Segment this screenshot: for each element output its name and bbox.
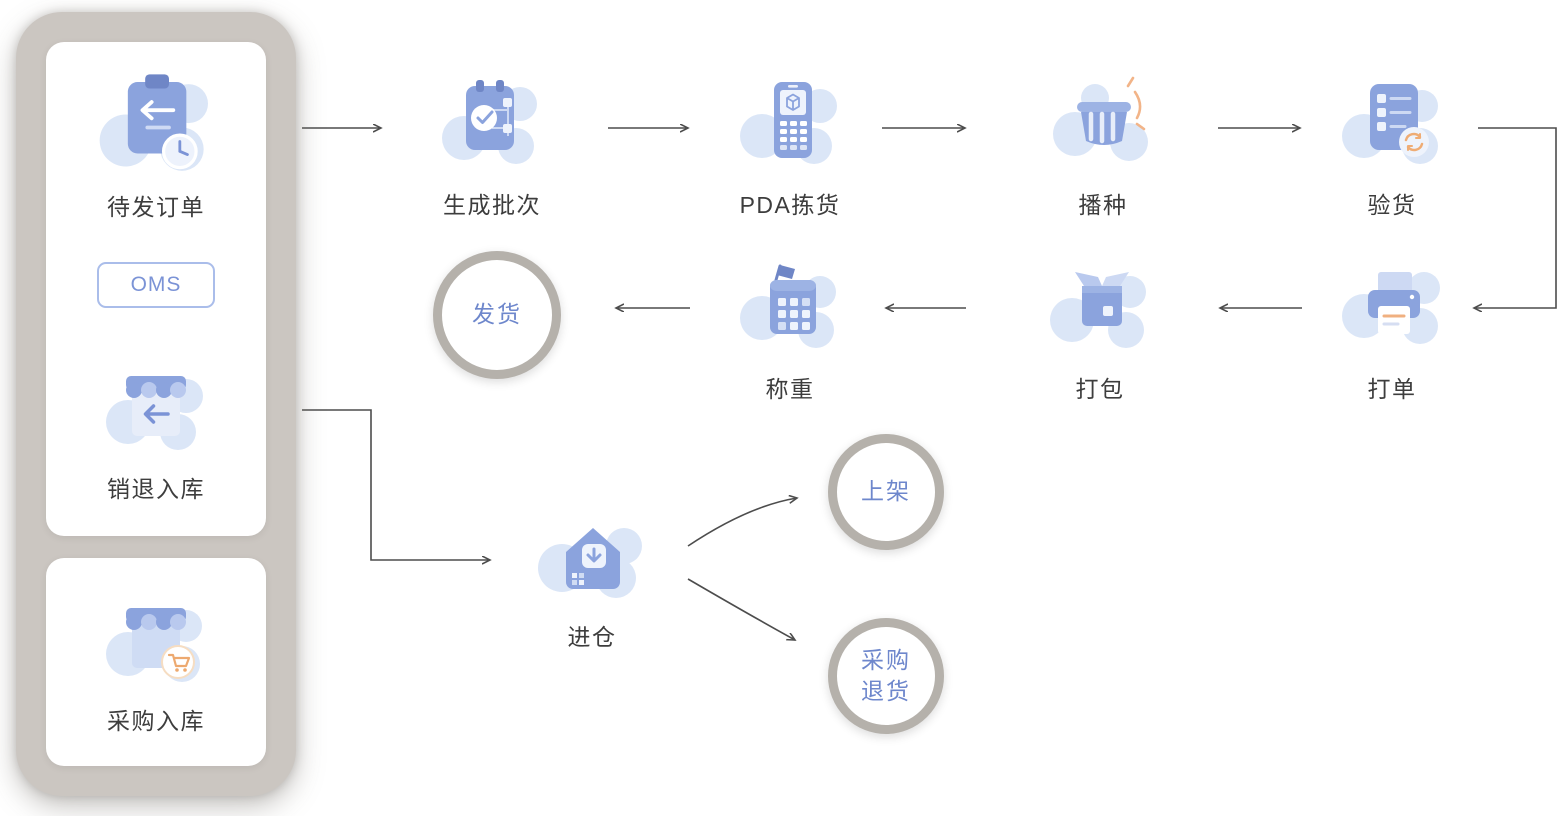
store-cart-icon (106, 608, 202, 682)
flow-node-purchase-return: 采购退货 (828, 618, 944, 734)
generate-batch-label: 生成批次 (443, 192, 541, 218)
flow-node-shelving: 上架 (828, 434, 944, 550)
checklist-icon (1342, 84, 1438, 164)
pda-device-icon (740, 82, 837, 164)
flow-node-packing: 打包 (1020, 246, 1180, 404)
flow-node-seeding: 播种 (1023, 62, 1183, 220)
weighing-label: 称重 (765, 376, 815, 402)
seeding-label: 播种 (1078, 192, 1128, 218)
flow-node-pda-picking: PDA拣货 (710, 62, 870, 220)
oms-badge: OMS (97, 262, 215, 308)
batch-board-icon (442, 80, 537, 164)
oms-orders-card: 待发订单 OMS 销退入库 (46, 42, 266, 536)
flow-node-shipping: 发货 (433, 251, 561, 379)
flow-node-weighing: 称重 (710, 246, 870, 404)
clipboard-return-clock-icon (99, 74, 208, 171)
shelving-label: 上架 (861, 478, 911, 505)
flow-node-generate-batch: 生成批次 (412, 62, 572, 220)
warehouse-house-icon (538, 528, 642, 598)
purchase-inbound-label: 采购入库 (107, 708, 205, 734)
flow-node-inbound: 进仓 (512, 494, 672, 652)
inspection-label: 验货 (1367, 192, 1417, 218)
purchase-return-label: 采购退货 (861, 646, 911, 704)
shipping-label: 发货 (472, 301, 522, 328)
store-return-icon (106, 376, 203, 450)
purchase-inbound-card: 采购入库 (46, 558, 266, 766)
inbound-label: 进仓 (567, 624, 617, 650)
print-order-label: 打单 (1367, 376, 1417, 402)
flow-node-inspection: 验货 (1312, 62, 1472, 220)
printer-icon (1342, 272, 1440, 344)
basket-icon (1053, 76, 1148, 161)
pda-picking-label: PDA拣货 (739, 192, 841, 218)
pending-orders-label: 待发订单 (107, 194, 205, 220)
sales-return-label: 销退入库 (107, 476, 205, 502)
flow-node-print-order: 打单 (1312, 246, 1472, 404)
scale-icon (740, 264, 836, 348)
oms-source-panel: 待发订单 OMS 销退入库 (16, 12, 296, 796)
package-box-icon (1050, 272, 1146, 348)
packing-label: 打包 (1075, 376, 1125, 402)
